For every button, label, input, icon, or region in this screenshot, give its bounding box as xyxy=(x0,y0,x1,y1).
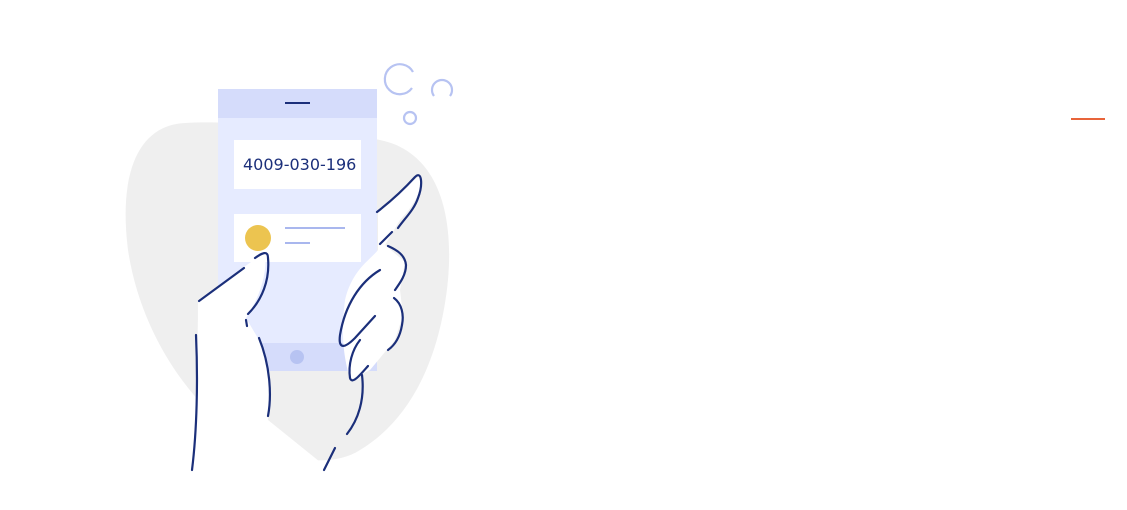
bubble-medium-icon xyxy=(430,78,454,97)
bubble-large-icon xyxy=(383,63,414,96)
phone-in-hand-illustration: 4009-030-196 xyxy=(125,63,454,472)
phone-number-card xyxy=(234,140,361,189)
bubble-small-icon xyxy=(402,110,418,126)
yellow-dot-icon xyxy=(245,225,271,251)
bubble-icons xyxy=(383,63,454,126)
hand-holding-phone xyxy=(190,174,423,472)
home-button-icon xyxy=(290,350,304,364)
orange-dash xyxy=(1071,118,1105,120)
phone-number-text: 4009-030-196 xyxy=(243,155,356,174)
